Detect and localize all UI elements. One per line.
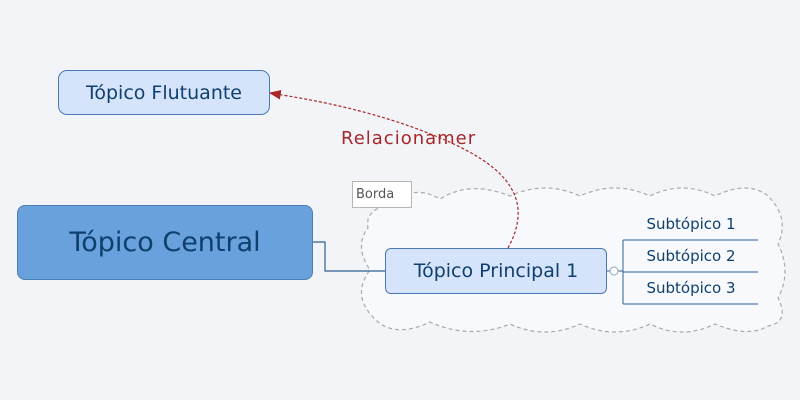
main-topic-label: Tópico Principal 1 — [413, 260, 579, 282]
central-topic-label: Tópico Central — [69, 227, 261, 258]
subtopic-1[interactable]: Subtópico 1 — [624, 209, 758, 241]
central-topic[interactable]: Tópico Central — [17, 205, 313, 280]
main-topic[interactable]: Tópico Principal 1 — [385, 248, 607, 294]
collapse-toggle-icon[interactable] — [609, 266, 619, 276]
floating-topic-label: Tópico Flutuante — [85, 81, 243, 104]
subtopic-2[interactable]: Subtópico 2 — [624, 241, 758, 273]
subtopic-1-label: Subtópico 1 — [646, 215, 736, 233]
boundary-label[interactable]: Borda — [352, 181, 412, 208]
relationship-label[interactable]: Relacionamer — [341, 128, 477, 149]
floating-topic[interactable]: Tópico Flutuante — [58, 70, 270, 115]
subtopic-2-label: Subtópico 2 — [646, 247, 736, 265]
subtopic-3[interactable]: Subtópico 3 — [624, 273, 758, 305]
relationship-line[interactable] — [268, 89, 519, 249]
subtopic-3-label: Subtópico 3 — [646, 279, 736, 297]
connector-central-to-main — [313, 241, 385, 272]
